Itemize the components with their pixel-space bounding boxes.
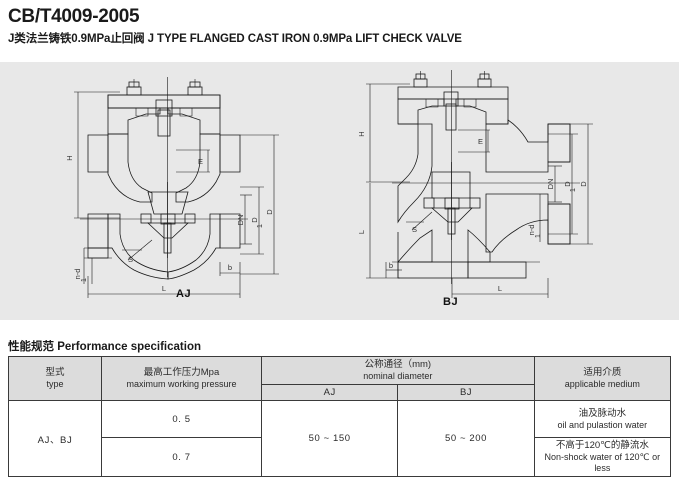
bj-label-D1: D [563,181,572,187]
header-medium-cn: 适用介质 [583,367,622,378]
figure-bj: H L b E [357,70,593,298]
figure-caption-aj: AJ [176,288,192,300]
cell-medium-2-cn: 不高于120℃的静流水 [555,440,649,451]
bj-label-D1-sub: 1 [568,188,577,192]
cell-medium-1: 油及脉动水 oil and pulastion water [533,400,672,438]
cell-pressure-1: 0. 5 [101,400,262,438]
product-subtitle: J类法兰铸铁0.9MPa止回阀 J TYPE FLANGED CAST IRON… [8,33,462,45]
table-body: AJ、BJ 0. 5 50 ~ 150 50 ~ 200 油及脉动水 oil a… [8,400,672,477]
header-nd-en: nominal diameter [363,371,433,381]
aj-dim-b: b [219,262,241,276]
aj-label-L: L [162,284,166,293]
bj-dim-E: E [458,129,490,153]
header-pressure-en: maximum working pressure [126,379,237,389]
aj-left-flange [87,134,109,249]
bj-dim-b: b [385,261,402,278]
header-pressure-cn: 最高工作压力Mpa [143,367,220,378]
aj-label-H: H [65,155,74,160]
bj-bottom-flange [397,229,527,279]
aj-label-D1: D [250,217,259,223]
aj-dim-E: E [176,149,210,173]
header-type: 型式 type [8,356,102,401]
aj-label-D1-sub: 1 [255,224,264,228]
bj-dim-D1: D 1 [548,133,578,235]
header-type-cn: 型式 [45,367,65,378]
aj-bottom-flange-detail [84,247,112,259]
bj-label-H: H [357,131,366,136]
header-medium-en: applicable medium [564,379,640,389]
bj-label-L-left: L [357,230,366,234]
cell-aj-range: 50 ~ 150 [260,400,399,477]
bj-dim-H: H [357,83,410,183]
aj-bonnet [107,94,221,137]
table-header-row-2: AJ BJ [9,384,671,401]
aj-dim-L: L [87,276,241,298]
performance-specification-title: 性能规范 Performance specification [8,341,201,353]
figure-aj: H E DN D 1 [65,77,279,298]
aj-disc-assembly [140,182,196,258]
aj-dim-H: H [65,91,120,219]
bj-bolts [413,71,492,88]
bj-label-E: E [478,137,483,146]
figure-caption-bj: BJ [443,296,459,308]
aj-body-right [167,133,221,280]
aj-label-nd: n-d [73,269,82,280]
cell-medium-2: 不高于120℃的静流水 Non-shock water of 120℃ or l… [533,437,672,477]
header-medium: 适用介质 applicable medium [533,356,672,401]
document-header: CB/T4009-2005 J类法兰铸铁0.9MPa止回阀 J TYPE FLA… [8,6,671,46]
aj-label-S: S [128,255,133,264]
technical-drawing-panel: H E DN D 1 [0,62,679,320]
aj-right-flange [219,134,241,249]
table-row: AJ、BJ 0. 5 50 ~ 150 50 ~ 200 油及脉动水 oil a… [8,400,672,477]
table-header-row-1: 型式 type 最高工作压力Mpa maximum working pressu… [8,356,672,401]
bj-dim-DN: DN [546,165,562,203]
valve-drawings-svg: H E DN D 1 [65,70,593,298]
header-nd-bj: BJ [397,384,535,401]
header-nd-aj: AJ [260,384,399,401]
bj-label-L-bottom: L [498,284,502,293]
aj-label-DN: DN [236,215,245,226]
header-nominal-diameter: 公称通径（mm) nominal diameter [261,356,535,385]
bj-bonnet [397,86,509,131]
aj-dim-DN: DN [236,194,252,245]
bj-dim-L-left: L [357,183,400,279]
cell-pressure-2: 0. 7 [101,437,262,477]
bj-surface-mark-S: S [406,211,433,234]
aj-dim-nd1: n-d 1 [73,248,93,284]
standard-code: CB/T4009-2005 [8,6,140,27]
header-pressure: 最高工作压力Mpa maximum working pressure [101,356,262,401]
bj-dim-nd1: n-d 1 [527,194,549,242]
cell-medium-2-en: Non-shock water of 120℃ or less [544,452,661,473]
bj-label-nd-sub: 1 [533,234,542,238]
aj-dim-D1: D 1 [240,186,264,255]
bj-dim-L-bottom: L [451,278,549,298]
bj-label-D: D [579,181,588,187]
bj-label-S: S [412,225,417,234]
aj-label-nd-sub: 1 [79,278,88,282]
aj-body-left [107,133,169,280]
header-type-en: type [46,379,64,389]
aj-surface-mark-S: S [122,239,153,264]
performance-specification-table: 型式 type 最高工作压力Mpa maximum working pressu… [8,356,672,477]
header-nd-cn: 公称通径（mm) [364,359,432,370]
table-row: 0. 7 不高于120℃的静流水 Non-shock water of 120℃… [9,437,672,477]
aj-dim-D: D [240,134,279,275]
cell-type-value: AJ、BJ [8,400,102,477]
cell-medium-1-cn: 油及脉动水 [578,407,627,419]
cell-medium-1-en: oil and pulastion water [557,419,648,430]
bj-dim-D: D [548,123,593,245]
aj-bolts [126,79,203,96]
aj-label-b: b [228,263,232,272]
table-header: 型式 type 最高工作压力Mpa maximum working pressu… [8,356,672,401]
bj-label-nd: n-d [527,225,536,236]
aj-label-E: E [198,157,203,166]
bj-label-b: b [389,261,393,270]
aj-label-D: D [265,209,274,215]
bj-label-DN: DN [546,179,555,190]
cell-bj-range: 50 ~ 200 [397,400,535,477]
bj-disc-assembly [423,162,481,240]
